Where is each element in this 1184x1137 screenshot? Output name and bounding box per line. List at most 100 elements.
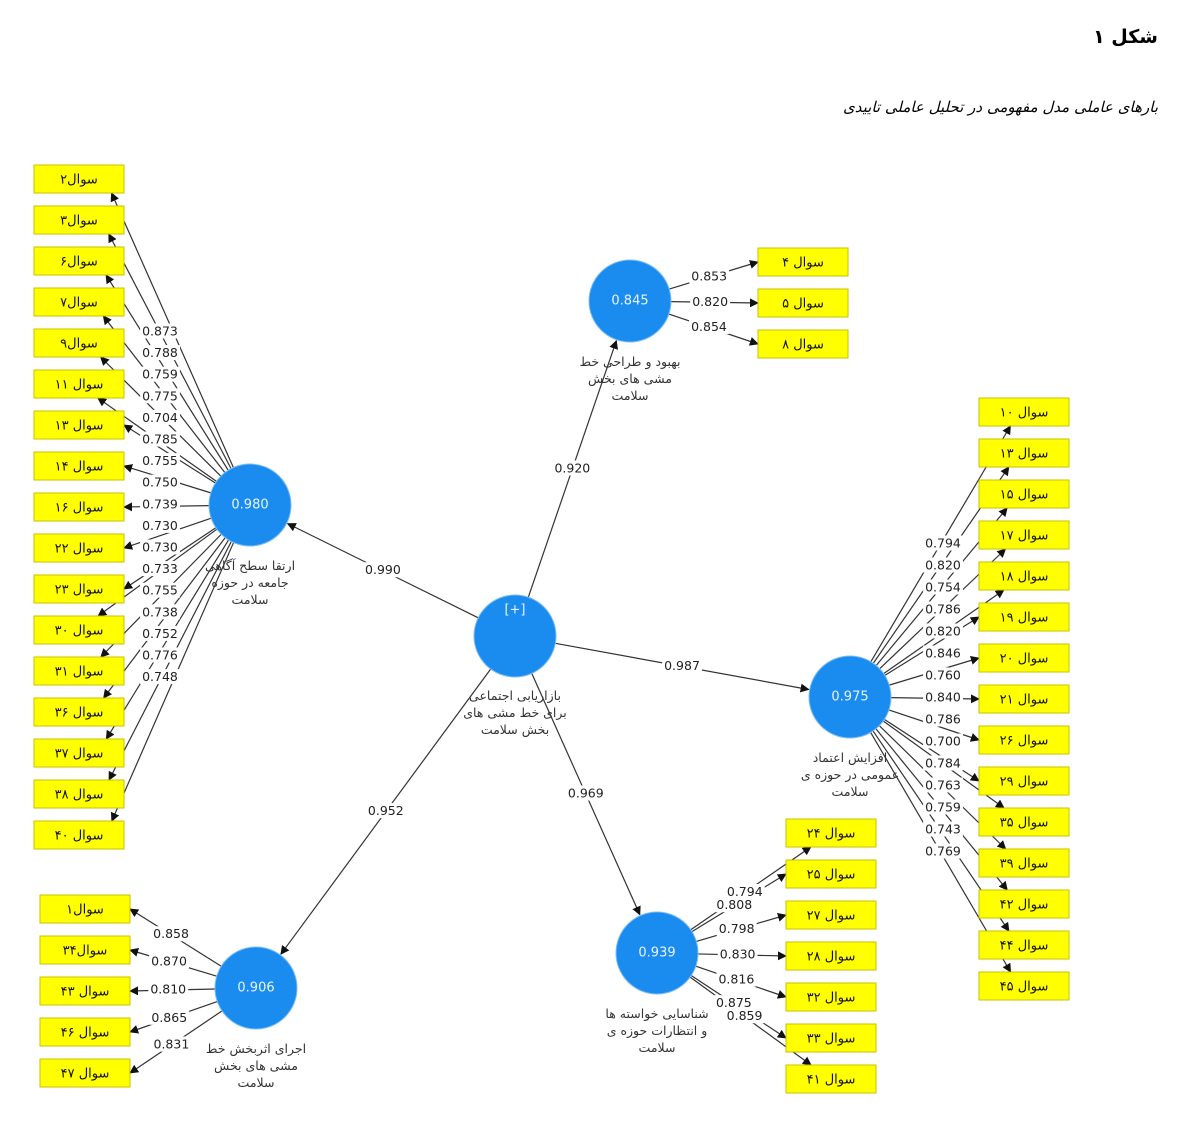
indicator-rect[interactable] xyxy=(978,520,1070,550)
latent-variable-circle[interactable] xyxy=(615,911,699,995)
indicator-box[interactable]: سوال ۴۴ xyxy=(978,930,1070,960)
indicator-box[interactable]: سوال۷ xyxy=(33,287,125,317)
indicator-rect[interactable] xyxy=(978,848,1070,878)
indicator-rect[interactable] xyxy=(978,684,1070,714)
indicator-rect[interactable] xyxy=(757,288,849,318)
indicator-box[interactable]: سوال ۲۵ xyxy=(785,859,877,889)
indicator-box[interactable]: سوال ۳۹ xyxy=(978,848,1070,878)
indicator-box[interactable]: سوال ۲۱ xyxy=(978,684,1070,714)
indicator-rect[interactable] xyxy=(33,779,125,809)
indicator-box[interactable]: سوال ۴۱ xyxy=(785,1064,877,1094)
indicator-box[interactable]: سوال ۵ xyxy=(757,288,849,318)
indicator-box[interactable]: سوال ۳۵ xyxy=(978,807,1070,837)
indicator-rect[interactable] xyxy=(757,329,849,359)
indicator-box[interactable]: سوال۳۴ xyxy=(39,935,131,965)
indicator-box[interactable]: سوال ۲۳ xyxy=(33,574,125,604)
indicator-box[interactable]: سوال ۲۶ xyxy=(978,725,1070,755)
indicator-rect[interactable] xyxy=(978,930,1070,960)
indicator-box[interactable]: سوال ۱۳ xyxy=(33,410,125,440)
indicator-rect[interactable] xyxy=(33,328,125,358)
indicator-box[interactable]: سوال ۴۰ xyxy=(33,820,125,850)
indicator-rect[interactable] xyxy=(33,820,125,850)
latent-variable-circle[interactable] xyxy=(473,594,557,678)
indicator-box[interactable]: سوال ۴ xyxy=(757,247,849,277)
indicator-box[interactable]: سوال ۱۱ xyxy=(33,369,125,399)
indicator-box[interactable]: سوال۳ xyxy=(33,205,125,235)
indicator-box[interactable]: سوال ۲۴ xyxy=(785,818,877,848)
indicator-box[interactable]: سوال ۲۲ xyxy=(33,533,125,563)
indicator-rect[interactable] xyxy=(33,246,125,276)
indicator-box[interactable]: سوال ۴۲ xyxy=(978,889,1070,919)
latent-variable-circle[interactable] xyxy=(808,655,892,739)
indicator-box[interactable]: سوال ۳۷ xyxy=(33,738,125,768)
indicator-box[interactable]: سوال۲ xyxy=(33,164,125,194)
indicator-box[interactable]: سوال۱ xyxy=(39,894,131,924)
indicator-rect[interactable] xyxy=(33,205,125,235)
indicator-box[interactable]: سوال ۸ xyxy=(757,329,849,359)
indicator-rect[interactable] xyxy=(978,807,1070,837)
indicator-box[interactable]: سوال ۳۰ xyxy=(33,615,125,645)
indicator-box[interactable]: سوال ۱۷ xyxy=(978,520,1070,550)
indicator-box[interactable]: سوال ۳۱ xyxy=(33,656,125,686)
indicator-rect[interactable] xyxy=(33,287,125,317)
indicator-box[interactable]: سوال ۳۸ xyxy=(33,779,125,809)
indicator-rect[interactable] xyxy=(978,438,1070,468)
indicator-rect[interactable] xyxy=(785,859,877,889)
indicator-rect[interactable] xyxy=(978,561,1070,591)
indicator-rect[interactable] xyxy=(33,369,125,399)
indicator-box[interactable]: سوال ۱۹ xyxy=(978,602,1070,632)
indicator-rect[interactable] xyxy=(39,1058,131,1088)
indicator-rect[interactable] xyxy=(978,479,1070,509)
indicator-rect[interactable] xyxy=(785,1064,877,1094)
indicator-box[interactable]: سوال ۳۶ xyxy=(33,697,125,727)
indicator-box[interactable]: سوال ۱۶ xyxy=(33,492,125,522)
indicator-rect[interactable] xyxy=(978,397,1070,427)
indicator-rect[interactable] xyxy=(39,894,131,924)
indicator-rect[interactable] xyxy=(785,1023,877,1053)
indicator-rect[interactable] xyxy=(785,818,877,848)
indicator-rect[interactable] xyxy=(978,602,1070,632)
indicator-box[interactable]: سوال ۴۶ xyxy=(39,1017,131,1047)
indicator-rect[interactable] xyxy=(978,889,1070,919)
indicator-box[interactable]: سوال ۲۸ xyxy=(785,941,877,971)
indicator-box[interactable]: سوال ۴۵ xyxy=(978,971,1070,1001)
indicator-box[interactable]: سوال ۳۲ xyxy=(785,982,877,1012)
indicator-box[interactable]: سوال ۱۵ xyxy=(978,479,1070,509)
indicator-box[interactable]: سوال ۲۷ xyxy=(785,900,877,930)
indicator-box[interactable]: سوال ۱۴ xyxy=(33,451,125,481)
indicator-rect[interactable] xyxy=(33,697,125,727)
latent-variable-circle[interactable] xyxy=(214,946,298,1030)
indicator-rect[interactable] xyxy=(33,410,125,440)
indicator-box[interactable]: سوال ۱۰ xyxy=(978,397,1070,427)
indicator-rect[interactable] xyxy=(33,574,125,604)
indicator-rect[interactable] xyxy=(785,900,877,930)
indicator-box[interactable]: سوال۹ xyxy=(33,328,125,358)
indicator-rect[interactable] xyxy=(757,247,849,277)
indicator-rect[interactable] xyxy=(39,976,131,1006)
indicator-rect[interactable] xyxy=(33,615,125,645)
indicator-box[interactable]: سوال۶ xyxy=(33,246,125,276)
expand-toggle[interactable]: [+] xyxy=(504,603,525,618)
indicator-rect[interactable] xyxy=(978,725,1070,755)
indicator-rect[interactable] xyxy=(39,1017,131,1047)
indicator-rect[interactable] xyxy=(33,451,125,481)
indicator-box[interactable]: سوال ۲۹ xyxy=(978,766,1070,796)
indicator-rect[interactable] xyxy=(33,656,125,686)
indicator-rect[interactable] xyxy=(33,738,125,768)
indicator-box[interactable]: سوال ۴۷ xyxy=(39,1058,131,1088)
indicator-rect[interactable] xyxy=(978,971,1070,1001)
indicator-rect[interactable] xyxy=(785,941,877,971)
indicator-box[interactable]: سوال ۱۳ xyxy=(978,438,1070,468)
indicator-box[interactable]: سوال ۳۳ xyxy=(785,1023,877,1053)
indicator-rect[interactable] xyxy=(785,982,877,1012)
indicator-box[interactable]: سوال ۱۸ xyxy=(978,561,1070,591)
indicator-rect[interactable] xyxy=(39,935,131,965)
indicator-box[interactable]: سوال ۲۰ xyxy=(978,643,1070,673)
indicator-box[interactable]: سوال ۴۳ xyxy=(39,976,131,1006)
indicator-rect[interactable] xyxy=(33,533,125,563)
